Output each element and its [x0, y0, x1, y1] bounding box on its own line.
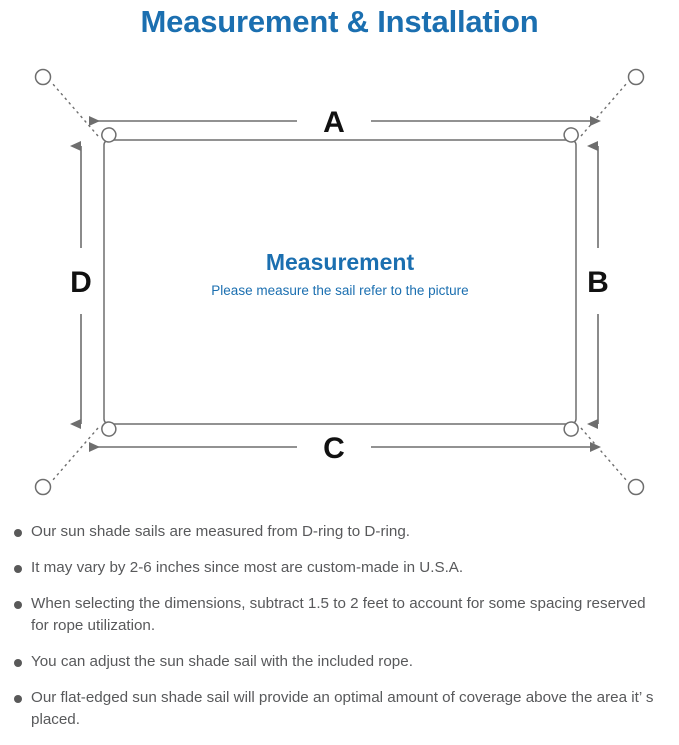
- rope-top-left: [51, 82, 99, 137]
- dimension-d: D: [70, 141, 92, 429]
- d-rings: [101, 127, 579, 437]
- list-item: Our flat-edged sun shade sail will provi…: [0, 687, 679, 731]
- dimension-b: B: [587, 141, 609, 429]
- list-item-text: You can adjust the sun shade sail with t…: [31, 653, 413, 670]
- dimension-a: A: [89, 106, 601, 139]
- rope-bottom-right: [580, 427, 628, 482]
- d-ring-bottom-left: [101, 421, 117, 437]
- list-item: It may vary by 2-6 inches since most are…: [0, 557, 679, 579]
- dimension-c-label: C: [323, 432, 345, 465]
- list-item-text: Our flat-edged sun shade sail will provi…: [31, 689, 654, 728]
- dimension-a-label: A: [323, 106, 345, 139]
- rope-bottom-left: [51, 427, 99, 482]
- sail-rectangle: [103, 139, 577, 425]
- dimension-b-label: B: [587, 266, 609, 299]
- diagram-center-subtitle: Please measure the sail refer to the pic…: [211, 283, 468, 298]
- bullet-dot-icon: [14, 695, 22, 703]
- bullet-dot-icon: [14, 529, 22, 537]
- bullet-dot-icon: [14, 565, 22, 573]
- anchor-rings: [34, 68, 645, 496]
- d-ring-top-right: [563, 127, 579, 143]
- bullet-dot-icon: [14, 659, 22, 667]
- d-ring-top-left: [101, 127, 117, 143]
- page-title: Measurement & Installation: [140, 4, 539, 39]
- list-item: When selecting the dimensions, subtract …: [0, 593, 679, 637]
- d-ring-bottom-right: [563, 421, 579, 437]
- notes-list: Our sun shade sails are measured from D-…: [0, 521, 679, 745]
- measurement-diagram: A C D B Measurement Please measure the s…: [0, 52, 679, 512]
- list-item: You can adjust the sun shade sail with t…: [0, 651, 679, 673]
- rope-top-right: [580, 82, 628, 137]
- list-item-text: It may vary by 2-6 inches since most are…: [31, 559, 464, 576]
- diagram-center-title: Measurement: [266, 249, 415, 275]
- list-item-text: Our sun shade sails are measured from D-…: [31, 523, 410, 540]
- anchor-ring-bottom-left: [34, 478, 52, 496]
- bullet-dot-icon: [14, 601, 22, 609]
- dimension-c: C: [89, 432, 601, 465]
- list-item-text: When selecting the dimensions, subtract …: [31, 595, 646, 634]
- anchor-ring-top-left: [34, 68, 52, 86]
- anchor-ring-bottom-right: [627, 478, 645, 496]
- anchor-ring-top-right: [627, 68, 645, 86]
- dimension-d-label: D: [70, 266, 92, 299]
- list-item: Our sun shade sails are measured from D-…: [0, 521, 679, 543]
